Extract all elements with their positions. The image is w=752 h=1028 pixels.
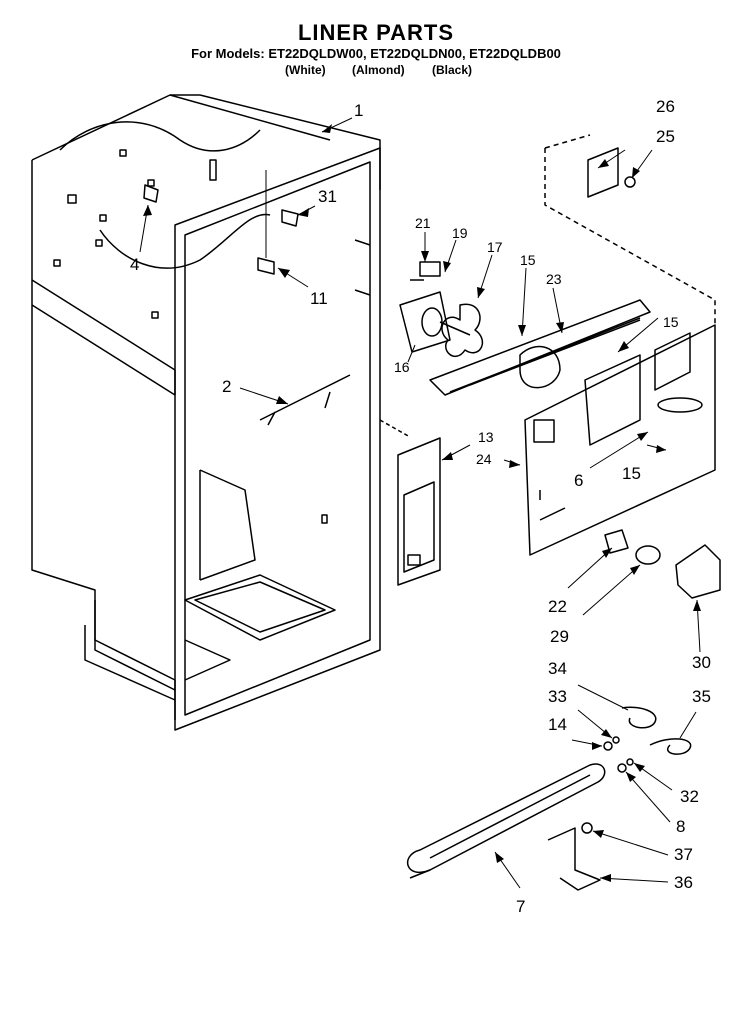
- callout-25: 25: [656, 127, 675, 146]
- callout-2: 2: [222, 377, 232, 396]
- part-8-nut: [617, 763, 627, 773]
- callout-4: 4: [130, 255, 140, 274]
- part-11-shape: [257, 257, 275, 275]
- callout-7: 7: [516, 897, 526, 916]
- cabinet-liner: [31, 94, 381, 731]
- callout-35: 35: [692, 687, 711, 706]
- callout-14: 14: [548, 715, 567, 734]
- callout-30: 30: [692, 653, 711, 672]
- callout-24: 24: [476, 451, 492, 467]
- part-33-washer: [612, 736, 620, 744]
- part-32-washer: [626, 758, 634, 766]
- callout-6: 6: [574, 471, 584, 490]
- callout-22: 22: [548, 597, 567, 616]
- part-37-screw: [581, 822, 593, 834]
- callout-37: 37: [674, 845, 693, 864]
- callout-1: 1: [354, 101, 364, 120]
- part-23-grille: [429, 299, 651, 396]
- part-2-shape: [259, 374, 351, 426]
- part-4-shape: [143, 184, 159, 203]
- leader-lines: [139, 117, 701, 889]
- callout-13: 13: [478, 429, 494, 445]
- part-30-shield: [675, 544, 721, 599]
- part-36-bracket: [547, 827, 601, 891]
- part-7-heater: [406, 763, 606, 879]
- part-26-plate: [587, 147, 619, 198]
- arrowheads: [143, 124, 701, 882]
- callout-16: 16: [394, 359, 410, 375]
- callout-34: 34: [548, 659, 567, 678]
- callout-36: 36: [674, 873, 693, 892]
- callout-32: 32: [680, 787, 699, 806]
- callout-17: 17: [487, 239, 503, 255]
- part-29-bulb: [635, 545, 661, 565]
- callout-26: 26: [656, 97, 675, 116]
- part-25-screw: [624, 176, 636, 188]
- callout-21: 21: [415, 215, 431, 231]
- part-22-socket: [604, 529, 629, 554]
- color-almond: (Almond): [352, 63, 405, 77]
- color-black: (Black): [432, 63, 473, 77]
- part-24-cover: [524, 324, 716, 556]
- part-13-duct: [379, 419, 441, 586]
- page-title: LINER PARTS: [297, 20, 455, 45]
- callout-19: 19: [452, 225, 468, 241]
- part-14-nut: [603, 741, 613, 751]
- callout-15-right: 15: [663, 314, 679, 330]
- model-list: For Models: ET22DQLDW00, ET22DQLDN00, ET…: [191, 46, 561, 61]
- callout-15-lower: 15: [622, 464, 641, 483]
- color-white: (White): [285, 63, 326, 77]
- part-31-shape: [281, 209, 299, 227]
- part-34-wire: [621, 706, 657, 729]
- callout-11: 11: [310, 289, 328, 308]
- callout-8: 8: [676, 817, 686, 836]
- callout-33: 33: [548, 687, 567, 706]
- callout-15-top: 15: [520, 252, 536, 268]
- callout-23: 23: [546, 271, 562, 287]
- callout-31: 31: [318, 187, 337, 206]
- part-35-wire: [649, 738, 692, 755]
- fan-motor-assembly: [399, 261, 484, 357]
- callout-29: 29: [550, 627, 569, 646]
